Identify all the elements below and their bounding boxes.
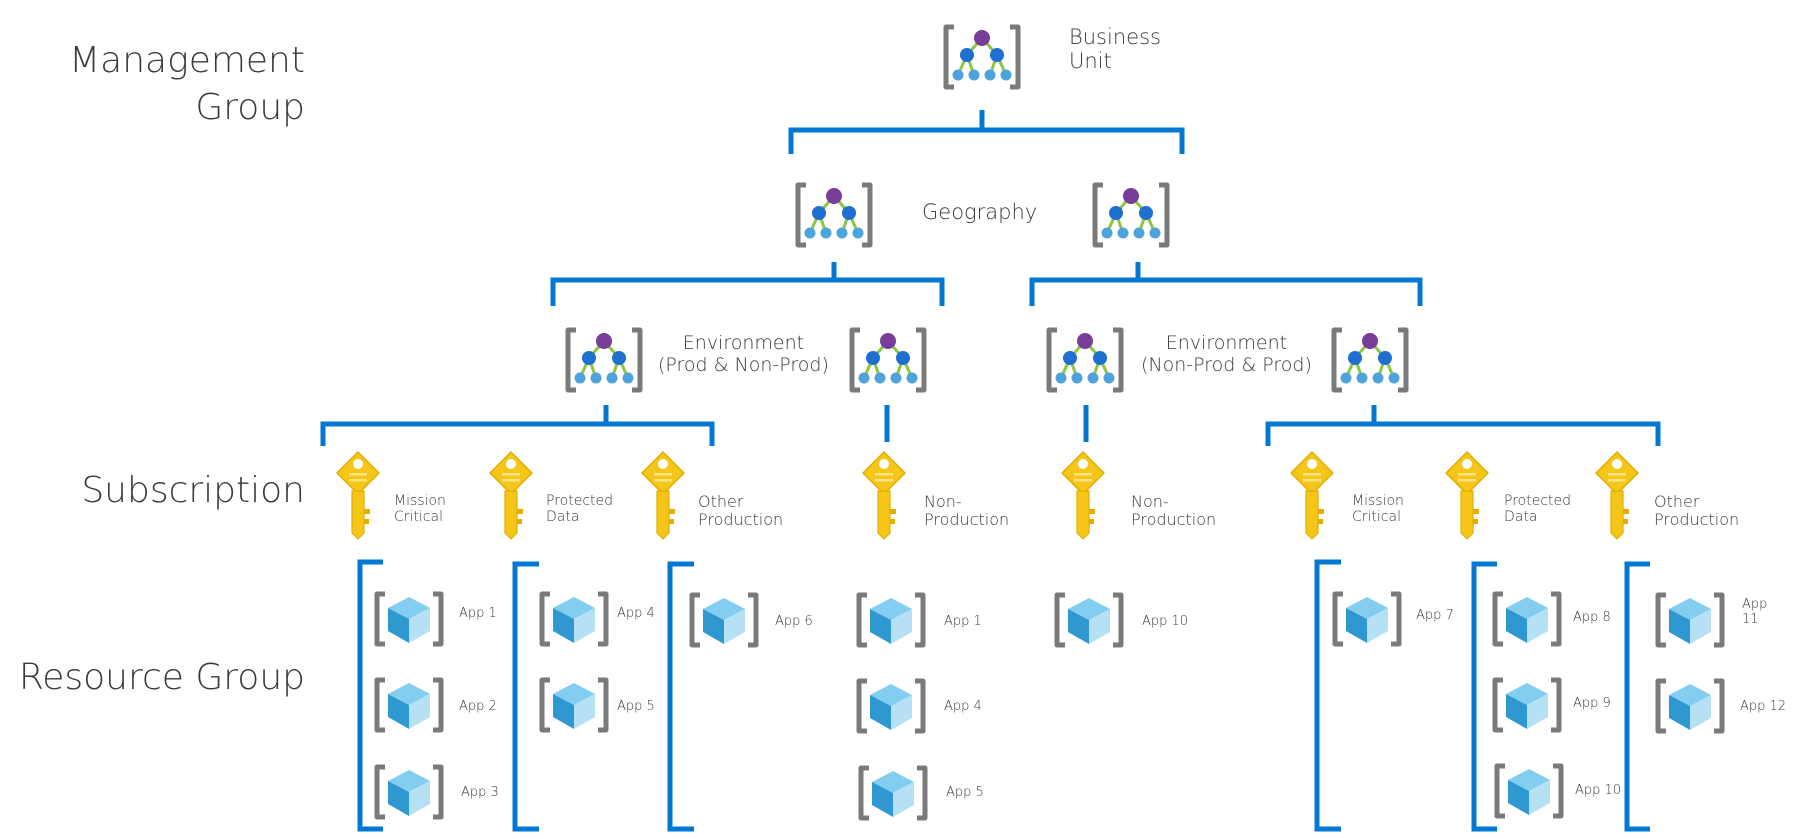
app-label: App 9 <box>1573 696 1611 711</box>
geography-icon <box>1095 185 1167 245</box>
app-label: App 7 <box>1416 608 1454 623</box>
subscription-key-icon <box>489 451 533 540</box>
app-label: App 1 <box>944 614 982 629</box>
app-label: App 4 <box>944 699 982 714</box>
app-label: App 6 <box>775 614 813 629</box>
subscription-key-icon <box>862 451 906 540</box>
connector-lines <box>320 110 1661 446</box>
resource-group-brackets <box>357 559 1650 832</box>
level-resource-group: Resource Group <box>18 657 305 698</box>
app-label: App 8 <box>1573 610 1611 625</box>
geography-icon <box>798 185 870 245</box>
subscription-key-icon <box>1290 451 1334 540</box>
subscription-label: Other Production <box>698 492 784 530</box>
resource-group-cube-icon <box>1495 594 1559 644</box>
resource-group-cube-icon <box>542 680 606 730</box>
environment-icon <box>1049 330 1121 390</box>
resource-group-cube-icon <box>377 767 441 817</box>
app-label: App 1 <box>459 606 497 621</box>
subscription-key-icon <box>1445 451 1489 540</box>
resource-group-cube-icon <box>859 595 923 645</box>
resource-group-cube-icon <box>1335 594 1399 644</box>
environment-label-right: Environment (Non-Prod & Prod) <box>1141 332 1312 376</box>
subscription-key-icon <box>1595 451 1639 540</box>
subscription-label: Mission Critical <box>1352 493 1404 526</box>
subscription-label: Protected Data <box>1504 493 1571 526</box>
app-label: App 10 <box>1575 783 1622 798</box>
geography-label: Geography <box>922 200 1038 224</box>
subscription-label: Mission Critical <box>394 493 446 526</box>
resource-group-cube-icon <box>377 680 441 730</box>
app-label: App 5 <box>946 785 984 800</box>
subscription-label: Non- Production <box>924 492 1010 530</box>
environment-icon <box>852 330 924 390</box>
business-unit-label: Business Unit <box>1069 25 1161 74</box>
resource-group-cube-icon <box>1057 595 1121 645</box>
subscription-label: Protected Data <box>546 493 613 526</box>
business-unit-icon <box>946 27 1018 87</box>
app-label: App 10 <box>1142 614 1189 629</box>
subscription-key-icon <box>336 451 380 540</box>
environment-label-left: Environment (Prod & Non-Prod) <box>658 332 829 376</box>
resource-group-cube-icon <box>859 681 923 731</box>
subscription-label: Other Production <box>1654 492 1740 530</box>
app-label: App 4 <box>617 606 655 621</box>
level-management-group: Management Group <box>69 40 305 128</box>
environment-icon <box>1334 330 1406 390</box>
resource-group-cube-icon <box>1495 680 1559 730</box>
subscription-key-icon <box>1061 451 1105 540</box>
resource-group-cube-icon <box>542 594 606 644</box>
app-label: App 2 <box>459 699 497 714</box>
app-label: App 3 <box>461 785 499 800</box>
resource-group-cube-icon <box>1497 766 1561 816</box>
resource-group-cube-icon <box>861 768 925 818</box>
app-label: App 12 <box>1740 699 1787 714</box>
app-label: App 5 <box>617 699 655 714</box>
level-subscription: Subscription <box>81 470 305 511</box>
resource-group-cube-icon <box>692 595 756 645</box>
resource-group-cube-icon <box>1658 595 1722 645</box>
app-label: App 11 <box>1742 597 1768 627</box>
resource-group-cube-icon <box>377 594 441 644</box>
resource-group-cube-icon <box>1658 681 1722 731</box>
subscription-label: Non- Production <box>1131 492 1217 530</box>
subscription-key-icon <box>641 451 685 540</box>
environment-icon <box>568 330 640 390</box>
